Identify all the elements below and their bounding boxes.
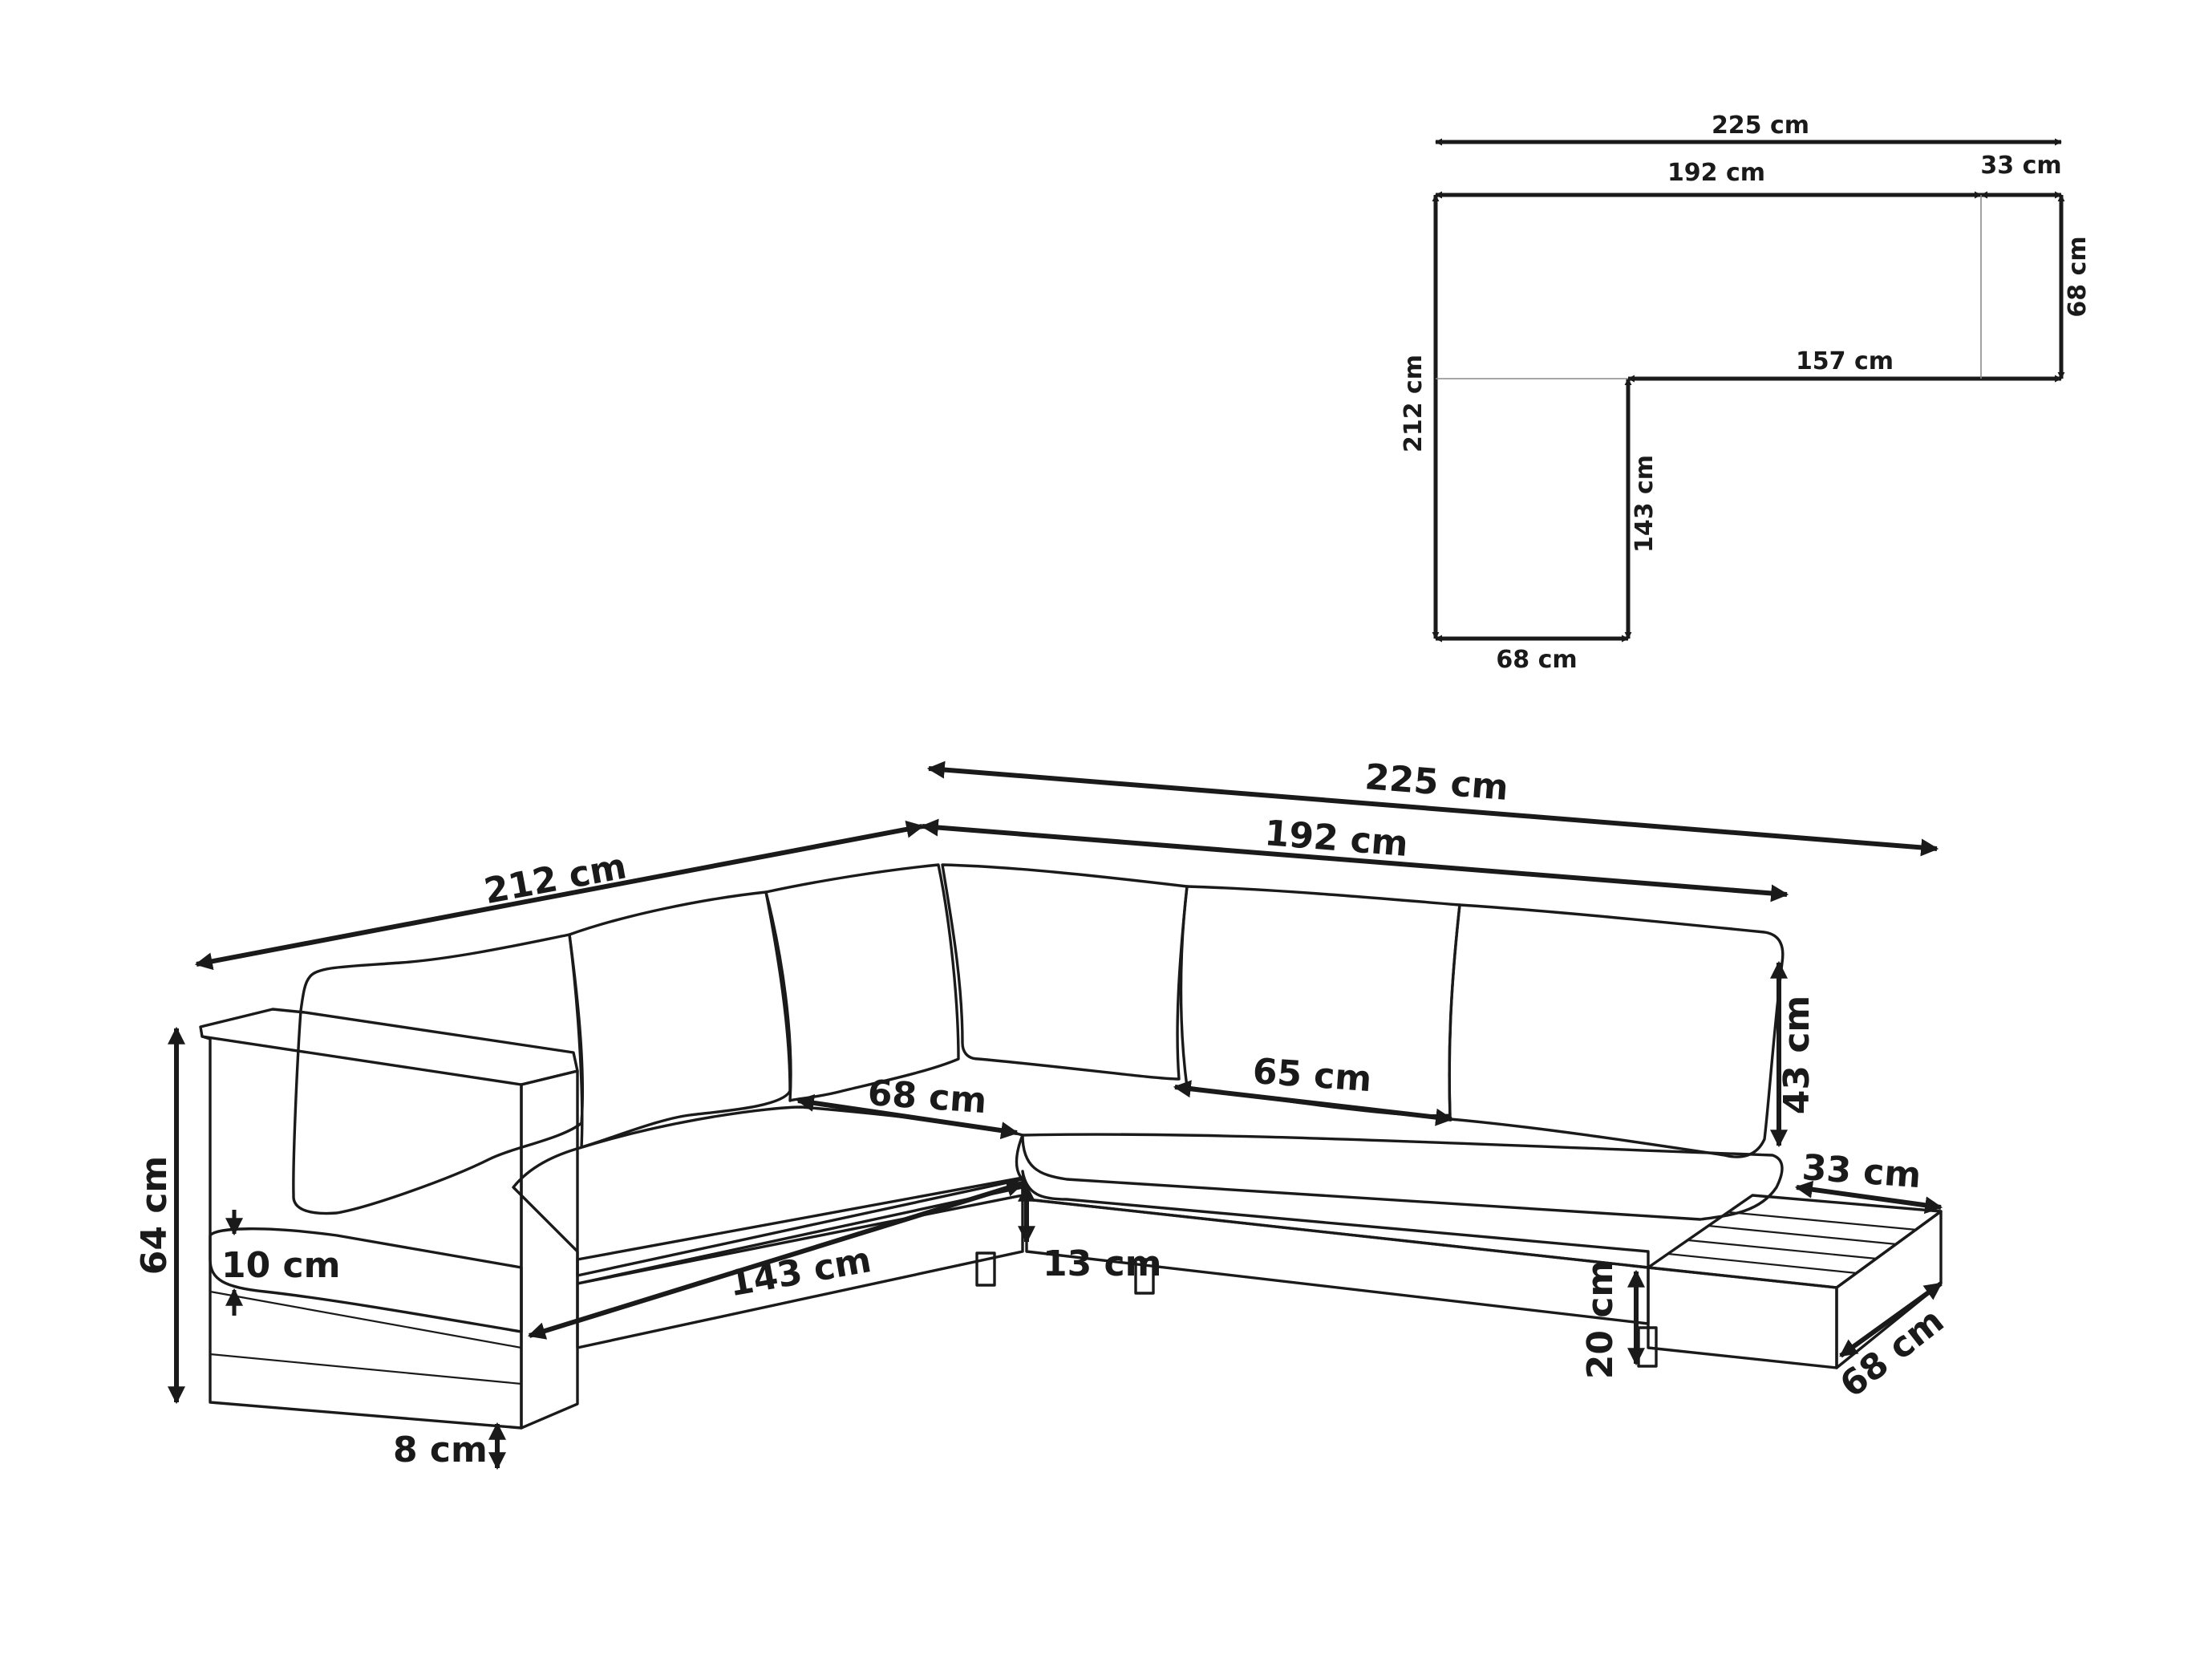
left-back-cushion-3 bbox=[764, 863, 960, 1102]
sofa-64-label: 64 cm bbox=[134, 1156, 175, 1275]
left-frame-rail bbox=[209, 1290, 522, 1349]
left-armrest-top bbox=[199, 1008, 579, 1086]
sofa-20-label: 20 cm bbox=[1580, 1260, 1621, 1379]
sofa-8-label: 8 cm bbox=[393, 1430, 488, 1470]
plan-view: 225 cm 192 cm 33 cm 157 cm 68 cm 68 cm 2… bbox=[1400, 112, 2092, 674]
plan-inner-run-label: 157 cm bbox=[1796, 347, 1894, 375]
sofa-33-label: 33 cm bbox=[1801, 1147, 1922, 1196]
plan-main-width-label: 192 cm bbox=[1667, 159, 1765, 187]
dim-192-arrow bbox=[920, 818, 1789, 903]
plan-table-width-label: 33 cm bbox=[1980, 152, 2061, 180]
right-leg-1 bbox=[1134, 1258, 1155, 1295]
dim-33-arrow bbox=[1794, 1180, 1943, 1215]
right-seat-cushion bbox=[1021, 1133, 1784, 1221]
plan-right-depth-label: 68 cm bbox=[2064, 236, 2092, 317]
right-back-cushion-1 bbox=[941, 863, 1189, 1081]
sofa-43-label: 43 cm bbox=[1776, 996, 1817, 1114]
side-table-front bbox=[1647, 1266, 1838, 1369]
right-seat-front bbox=[1021, 1170, 1650, 1269]
sofa-68-seat-label: 68 cm bbox=[866, 1073, 988, 1122]
sofa-10-label: 10 cm bbox=[221, 1245, 340, 1286]
sofa-dimensions: 225 cm 192 cm 212 cm 64 cm 68 cm 65 cm 4… bbox=[134, 756, 1951, 1470]
plan-total-width-label: 225 cm bbox=[1712, 112, 1809, 140]
side-table-slats bbox=[1667, 1211, 1918, 1275]
left-frame-base bbox=[209, 1353, 522, 1385]
sofa-212-label: 212 cm bbox=[481, 846, 630, 912]
sofa-225-label: 225 cm bbox=[1363, 756, 1510, 809]
plan-total-depth-label: 212 cm bbox=[1400, 355, 1428, 452]
sofa-drawing bbox=[199, 863, 1943, 1430]
plan-bottom-width-label: 68 cm bbox=[1496, 646, 1577, 674]
left-back-cushion-1 bbox=[292, 933, 585, 1215]
sofa-65-label: 65 cm bbox=[1251, 1051, 1373, 1100]
sofa-13-label: 13 cm bbox=[1043, 1243, 1161, 1284]
plan-inner-depth-label: 143 cm bbox=[1631, 455, 1659, 553]
dim-143-arrow bbox=[527, 1179, 1025, 1340]
right-back-cushion-3 bbox=[1448, 903, 1785, 1158]
dim-65-arrow bbox=[1173, 1080, 1454, 1126]
left-arm-side bbox=[520, 1069, 579, 1430]
dim-212-arrow bbox=[194, 820, 925, 971]
dim-68-seat-arrow bbox=[796, 1093, 1019, 1140]
dim-68-table-arrow bbox=[1839, 1281, 1943, 1358]
left-seat-small-cushion bbox=[209, 1227, 523, 1333]
left-back-cushion-2 bbox=[568, 890, 792, 1149]
